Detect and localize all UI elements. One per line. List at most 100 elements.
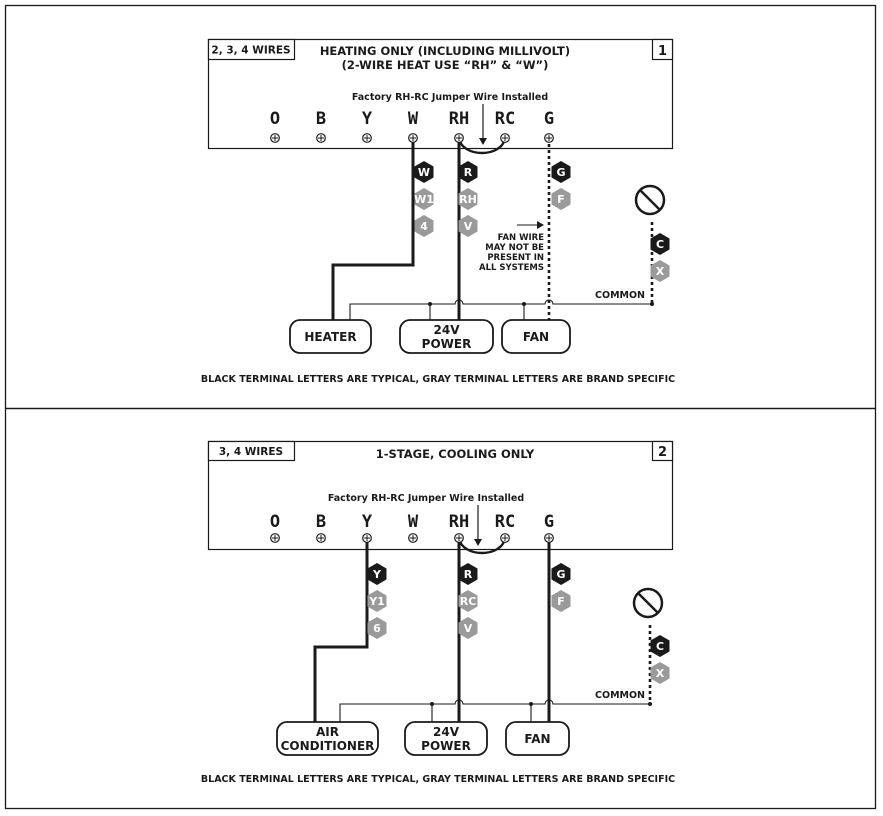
panel-title: HEATING ONLY (INCLUDING MILLIVOLT)	[320, 44, 570, 58]
panel-2-cooling-only: 3, 4 WIRES 2 1-STAGE, COOLING ONLY Facto…	[201, 440, 675, 785]
terminal-rc: RC	[495, 109, 515, 129]
terminal-chip	[367, 590, 387, 612]
fan-device	[505, 721, 570, 756]
screw-terminal-icon	[544, 133, 554, 143]
chip-label: G	[556, 568, 565, 581]
chip-label: C	[656, 238, 664, 251]
terminal-rh: RH	[449, 512, 469, 532]
screw-terminal-icon	[408, 133, 418, 143]
device-label: FAN	[523, 330, 549, 344]
panel-title: 1-STAGE, COOLING ONLY	[376, 447, 535, 461]
terminal-chip	[458, 215, 478, 237]
terminal-chip	[650, 233, 670, 255]
terminal-chip	[650, 662, 670, 684]
chip-label: R	[464, 166, 473, 179]
device-label: HEATER	[304, 330, 356, 344]
chip-column-c: C X	[650, 635, 670, 684]
chip-label: Y	[372, 568, 382, 581]
terminal-chip	[414, 215, 434, 237]
screw-terminal-icon	[500, 133, 510, 143]
power-device	[399, 319, 494, 354]
chip-label: W1	[414, 193, 434, 206]
junction-dot	[428, 302, 432, 306]
terminal-chip	[367, 617, 387, 639]
no-symbol-icon	[632, 587, 664, 619]
chip-label: Y1	[368, 595, 385, 608]
chip-column-y: Y Y1 6	[367, 563, 387, 639]
terminal-b: B	[316, 512, 326, 532]
terminal-chip	[551, 563, 571, 585]
junction-dot	[529, 702, 533, 706]
device-label: CONDITIONER	[281, 739, 375, 753]
chip-label: 6	[373, 622, 381, 635]
terminal-chip	[458, 188, 478, 210]
terminal-y: Y	[362, 512, 373, 532]
screw-terminal-icon	[316, 533, 326, 543]
chip-column-r: R RH V	[458, 161, 478, 237]
terminal-b: B	[316, 109, 326, 129]
air-conditioner-device	[276, 721, 379, 756]
heater-wire	[331, 138, 415, 320]
terminal-chip	[414, 188, 434, 210]
no-symbol-icon	[634, 184, 666, 216]
terminal-rh: RH	[449, 109, 469, 129]
thermostat-terminal-block	[207, 38, 674, 150]
terminal-chip	[458, 590, 478, 612]
panel-number-box	[651, 38, 674, 61]
screw-terminal-icon	[316, 133, 326, 143]
terminal-chip	[551, 590, 571, 612]
jumper-label: Factory RH-RC Jumper Wire Installed	[352, 92, 548, 103]
screw-terminal-icon	[408, 533, 418, 543]
chip-label: F	[557, 595, 565, 608]
device-label: FAN	[524, 732, 550, 746]
wires-label: 3, 4 WIRES	[219, 446, 283, 458]
panel-1-heating-only: 2, 3, 4 WIRES 1 HEATING ONLY (INCLUDING …	[201, 38, 675, 385]
chip-label: R	[464, 568, 473, 581]
chip-label: RH	[459, 193, 477, 206]
jumper-wire	[457, 137, 507, 155]
fan-note-line: FAN WIRE	[498, 233, 545, 243]
terminal-w: W	[408, 109, 419, 129]
cooling-wire	[313, 538, 369, 722]
chip-label: C	[656, 640, 664, 653]
terminal-w: W	[408, 512, 419, 532]
terminal-chip	[551, 188, 571, 210]
terminal-o: O	[270, 109, 280, 129]
chip-label: 4	[420, 220, 428, 233]
common-line	[339, 699, 650, 722]
junction-dot	[522, 302, 526, 306]
chip-label: X	[656, 667, 665, 680]
chip-label: V	[464, 622, 473, 635]
screw-terminal-icon	[454, 133, 464, 143]
junction-dot	[648, 702, 652, 706]
device-label: AIR	[316, 725, 339, 739]
terminal-chip	[650, 635, 670, 657]
junction-dot	[430, 702, 434, 706]
chip-label: W	[418, 166, 430, 179]
junction-dot	[650, 302, 654, 306]
chip-label: RC	[460, 595, 477, 608]
terminal-chip	[458, 563, 478, 585]
thermostat-terminal-block	[207, 440, 674, 551]
screw-terminal-icon	[454, 533, 464, 543]
panel-number-box	[651, 440, 674, 462]
terminal-chip	[414, 161, 434, 183]
outer-frame	[4, 4, 877, 810]
fan-note-line: PRESENT IN	[487, 253, 544, 263]
jumper-wire	[457, 537, 507, 555]
power-device	[404, 721, 488, 756]
terminal-chip	[551, 161, 571, 183]
panel-number: 1	[658, 44, 667, 59]
fan-note-line: ALL SYSTEMS	[479, 263, 544, 273]
device-label: POWER	[421, 739, 471, 753]
terminal-chip	[367, 563, 387, 585]
terminal-g: G	[544, 512, 554, 532]
heater-device	[289, 319, 372, 354]
chip-label: F	[557, 193, 565, 206]
terminal-chip	[458, 161, 478, 183]
screw-terminal-icon	[362, 533, 372, 543]
chip-column-g: G F	[551, 161, 571, 210]
common-label: COMMON	[595, 290, 645, 301]
screw-terminal-icon	[544, 533, 554, 543]
footer-note: BLACK TERMINAL LETTERS ARE TYPICAL, GRAY…	[201, 374, 675, 385]
